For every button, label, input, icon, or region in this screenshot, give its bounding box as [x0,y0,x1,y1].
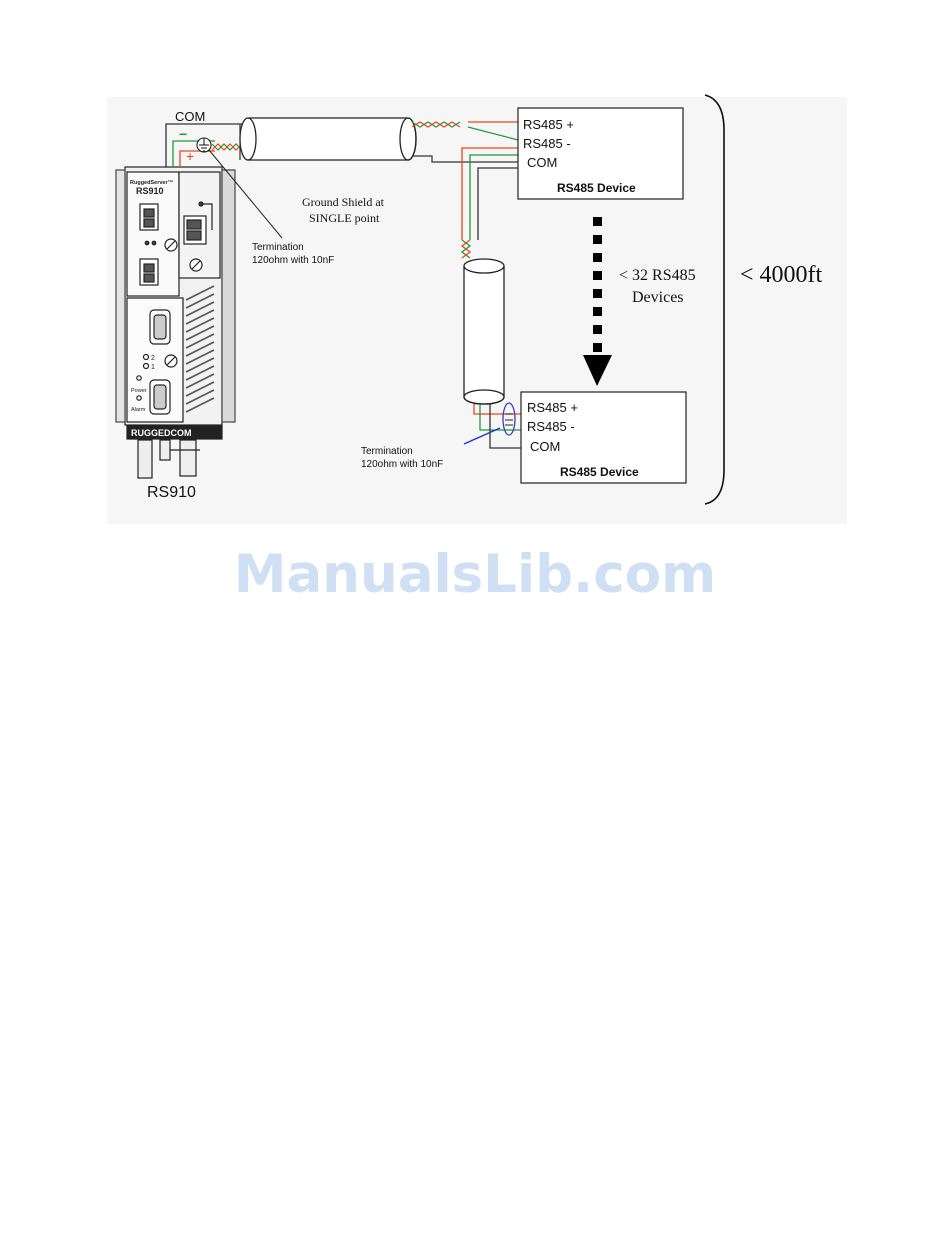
bottom-device-title: RS485 Device [560,465,639,479]
rs485-wiring-diagram: RuggedServer™ RS910 2 1 Power Alarm RUGG… [0,0,950,540]
device-brand-bottom: RUGGEDCOM [131,428,192,438]
device-model-small: RS910 [136,186,164,196]
termination-bottom-line2: 120ohm with 10nF [361,459,443,470]
ground-point [197,138,211,152]
termination-bottom-line1: Termination [361,446,413,457]
top-device-title: RS485 Device [557,181,636,195]
bottom-rs485-minus: RS485 - [527,419,575,434]
device-power-label: Power [131,388,147,394]
top-rs485-plus: RS485 + [523,117,574,132]
termination-top-line1: Termination [252,242,304,253]
watermark: ManualsLib.com [0,544,950,605]
top-rs485-minus: RS485 - [523,136,571,151]
com-label: COM [175,109,205,124]
devices-count-line2: Devices [632,289,684,306]
device-led-1: 1 [151,364,155,371]
bottom-com: COM [530,439,560,454]
termination-top-line2: 120ohm with 10nF [252,255,334,266]
device-led-2: 2 [151,355,155,362]
horizontal-cable [240,118,416,160]
distance-label: < 4000ft [740,262,823,288]
bottom-rs485-plus: RS485 + [527,400,578,415]
ground-shield-label-line2: SINGLE point [309,211,380,225]
top-com: COM [527,155,557,170]
ground-shield-label-line1: Ground Shield at [302,195,385,209]
device-alarm-label: Alarm [131,407,146,413]
minus-sign: − [179,126,187,142]
vertical-cable [464,259,504,404]
devices-count-line1: < 32 RS485 [619,267,696,284]
device-caption: RS910 [147,484,196,501]
